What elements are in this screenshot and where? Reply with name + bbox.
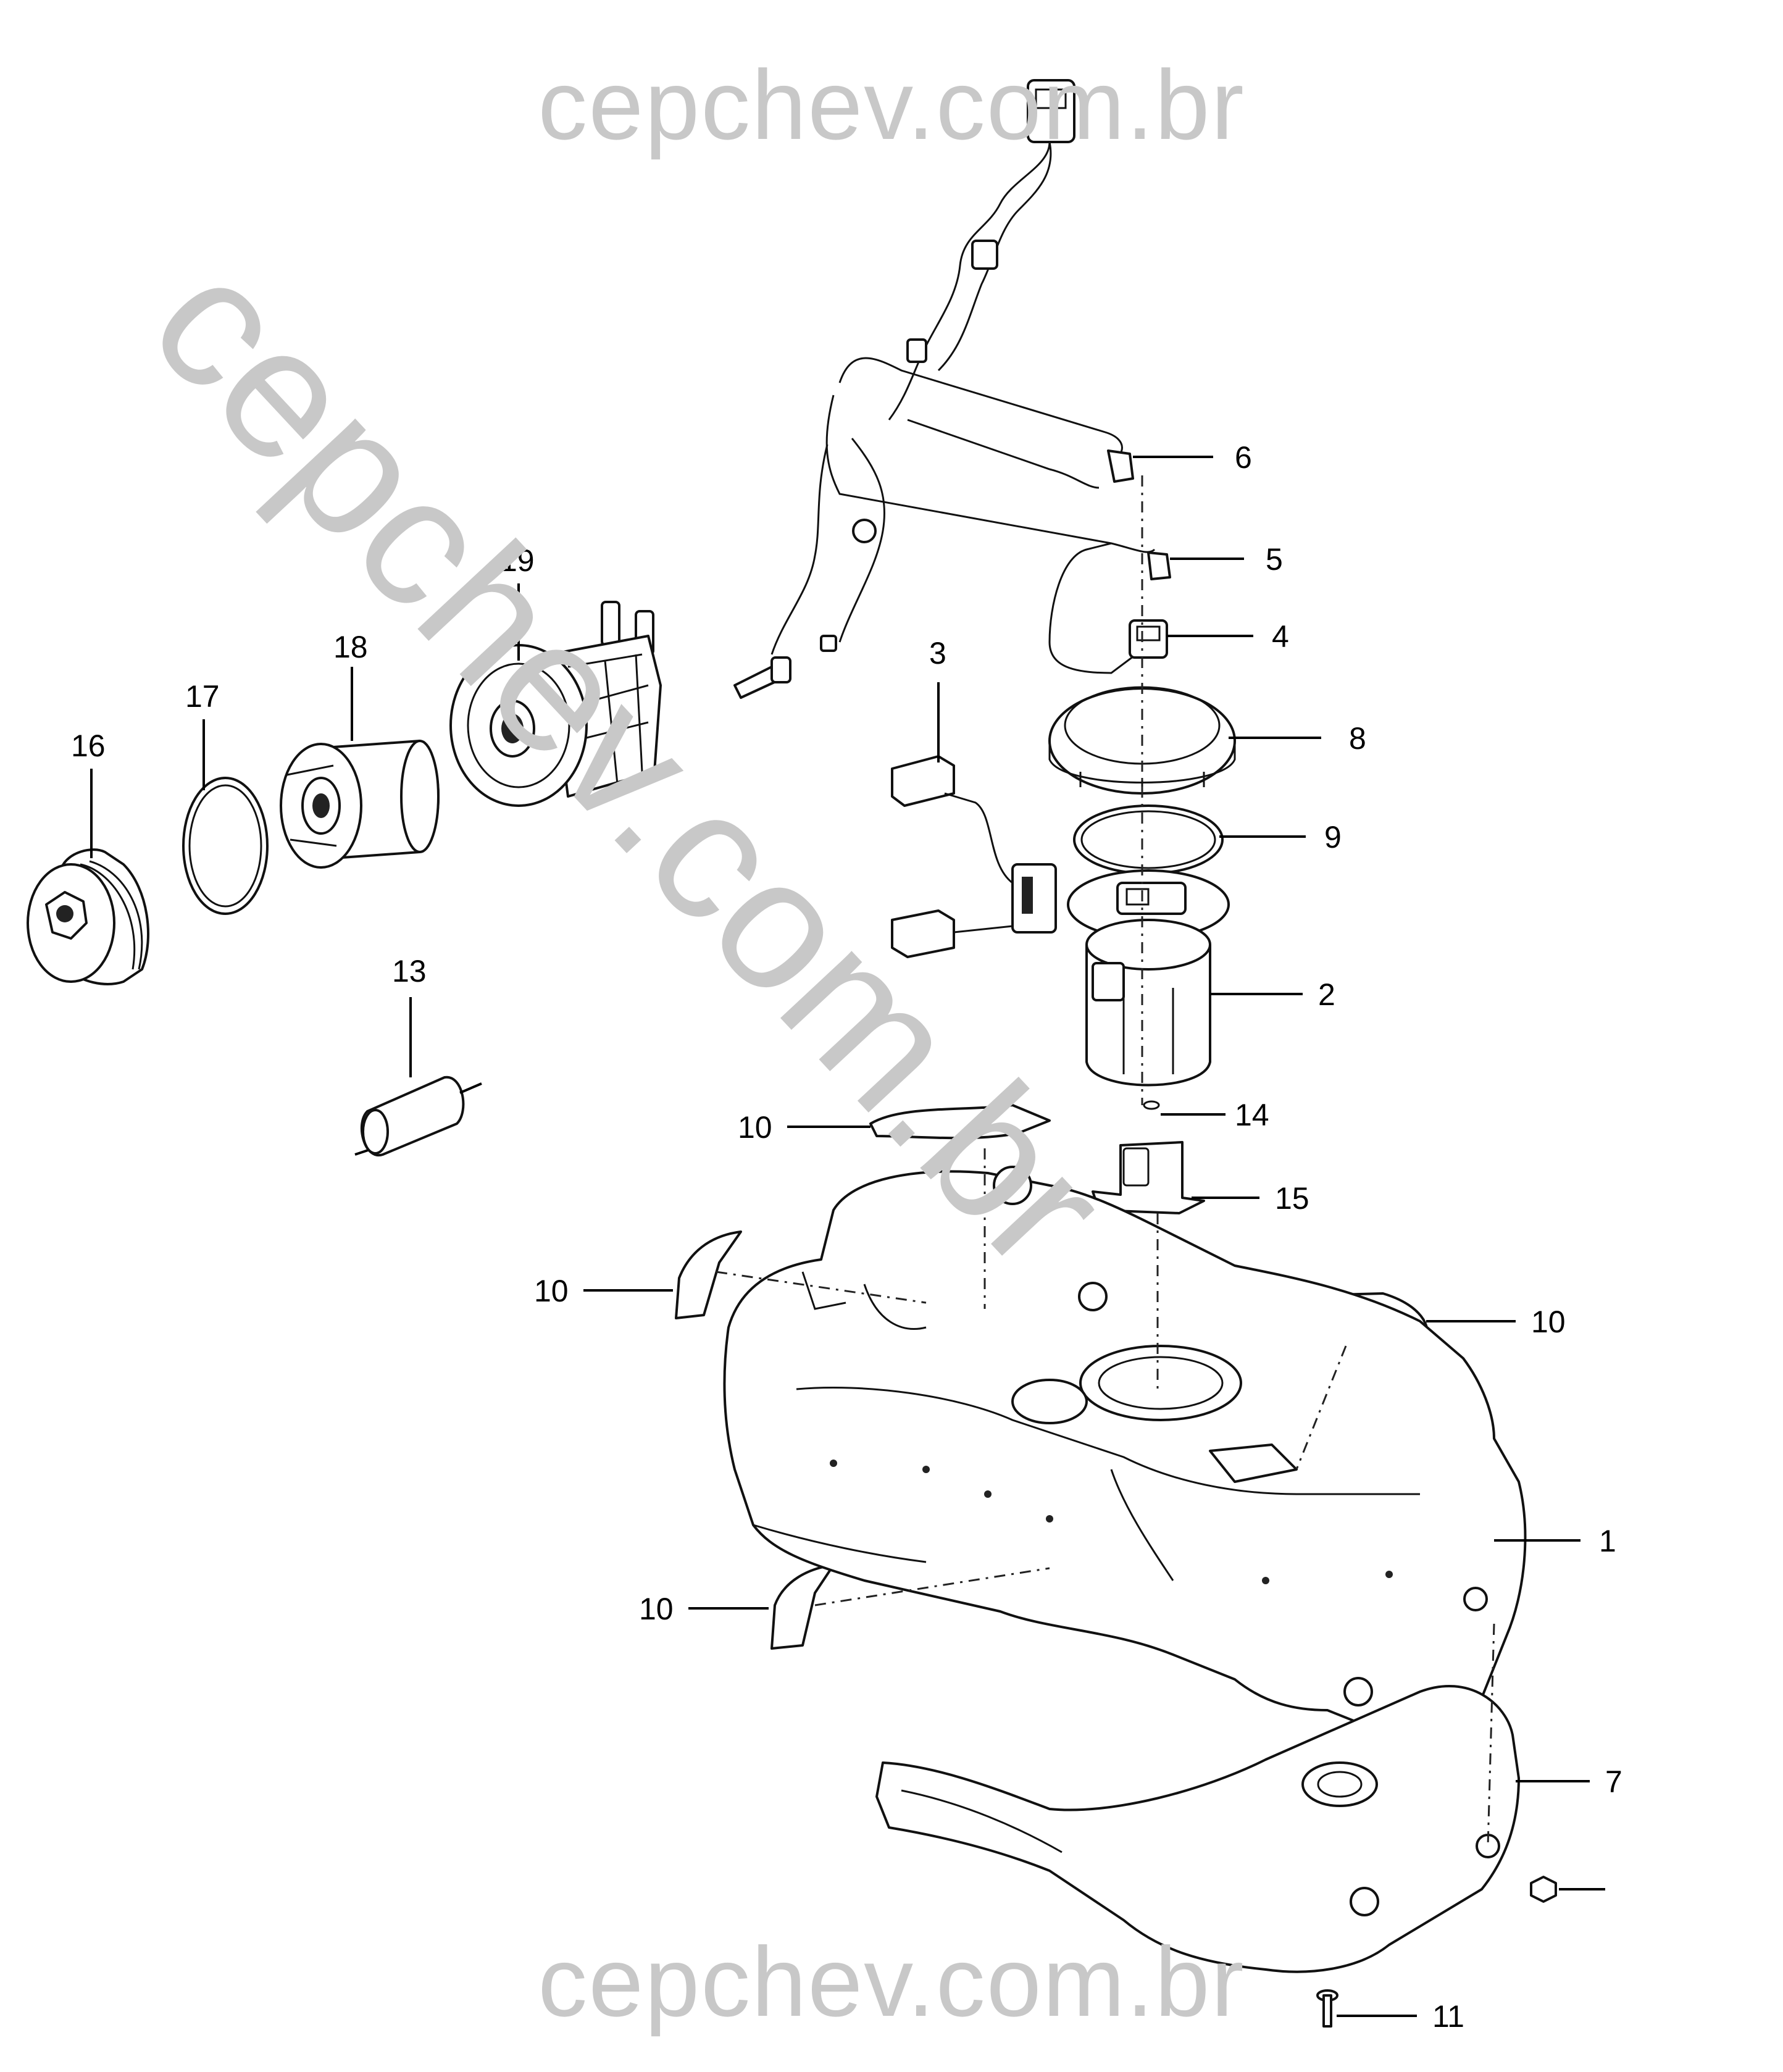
callout-10b: 10 <box>534 1274 569 1308</box>
callout-9: 9 <box>1324 820 1342 854</box>
seal-ring <box>1073 804 1224 875</box>
fuel-tank <box>723 1166 1527 1726</box>
connector-6 <box>1107 449 1134 483</box>
callout-16: 16 <box>71 729 106 763</box>
filter-cap <box>27 848 149 985</box>
callout-6: 6 <box>1235 440 1252 475</box>
bracket-15 <box>1092 1141 1205 1214</box>
watermark-diagonal: cepchev.com.br <box>112 219 1147 1307</box>
bolt-11 <box>1316 1989 1338 2028</box>
nut <box>1530 1876 1557 1903</box>
fuel-pump-module <box>1067 869 1230 1110</box>
callout-7: 7 <box>1605 1765 1622 1799</box>
callout-15: 15 <box>1275 1181 1309 1216</box>
wiring-harness <box>733 79 1171 699</box>
watermark-top: cepchev.com.br <box>538 49 1245 160</box>
tank-shield <box>875 1684 1520 1973</box>
callout-17: 17 <box>185 679 220 714</box>
heat-shield-10d <box>770 1564 835 1650</box>
callout-8: 8 <box>1349 721 1366 756</box>
connector-5 <box>1147 551 1171 580</box>
leader-lines <box>90 456 1605 2017</box>
harness-connector <box>1027 79 1075 143</box>
o-ring-14 <box>1143 1100 1160 1110</box>
callout-10c: 10 <box>1531 1305 1566 1339</box>
callout-2: 2 <box>1318 977 1335 1012</box>
inline-filter <box>354 1076 482 1157</box>
callout-18: 18 <box>333 630 368 664</box>
heat-shield-10b <box>675 1230 742 1319</box>
callout-5: 5 <box>1266 542 1283 577</box>
callout-10d: 10 <box>639 1592 674 1626</box>
callout-10a: 10 <box>738 1110 772 1145</box>
o-ring-17 <box>182 777 269 915</box>
watermark-bottom: cepchev.com.br <box>538 1926 1245 2037</box>
callout-19: 19 <box>500 543 535 578</box>
filter-housing <box>449 601 662 807</box>
filter-element <box>280 740 440 869</box>
callout-3: 3 <box>929 636 946 670</box>
heat-shield-10a <box>869 1104 1051 1140</box>
callout-4: 4 <box>1272 619 1289 654</box>
callout-11: 11 <box>1432 1999 1464 2034</box>
callout-1: 1 <box>1599 1524 1616 1558</box>
connector-4 <box>1129 619 1168 659</box>
callout-14: 14 <box>1235 1098 1269 1132</box>
callout-13: 13 <box>392 954 427 988</box>
